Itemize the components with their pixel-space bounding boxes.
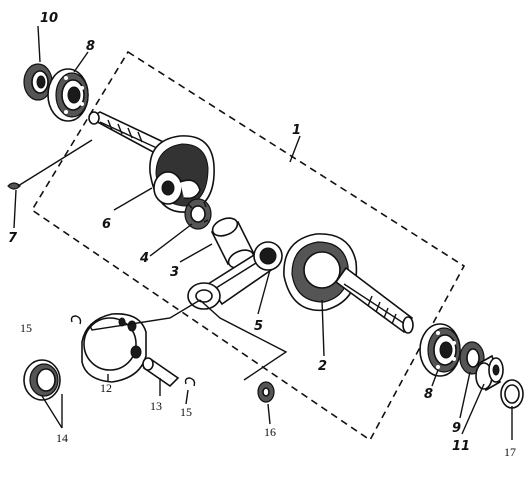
part-5-connecting-rod xyxy=(187,241,283,310)
label-17: 17 xyxy=(504,445,516,459)
label-15-upper: 15 xyxy=(20,321,32,335)
leader-lines xyxy=(13,25,513,440)
label-15-lower: 15 xyxy=(180,405,192,419)
label-9: 9 xyxy=(452,421,461,436)
label-6: 6 xyxy=(102,217,111,232)
label-10: 10 xyxy=(40,11,58,26)
part-11-collar xyxy=(475,354,504,392)
part-8-bearing-upper xyxy=(47,68,89,122)
part-10-seal xyxy=(23,63,53,101)
part-8-bearing-lower xyxy=(419,323,461,377)
label-14: 14 xyxy=(56,431,68,445)
part-17-washer xyxy=(500,379,524,409)
label-1: 1 xyxy=(292,123,301,138)
label-13: 13 xyxy=(150,399,162,413)
callout-labels: 10 8 1 7 6 4 3 5 2 8 9 11 17 15 12 13 15… xyxy=(8,11,516,459)
part-4-needle-bearing xyxy=(184,198,212,230)
label-12: 12 xyxy=(100,381,112,395)
label-8-lower: 8 xyxy=(424,387,433,402)
part-16-small-needle-bearing xyxy=(257,381,275,403)
label-3: 3 xyxy=(170,265,179,280)
label-7: 7 xyxy=(8,231,18,246)
label-8-upper: 8 xyxy=(86,39,95,54)
label-4: 4 xyxy=(139,251,149,266)
assembly-boundary-dashed xyxy=(30,50,466,442)
part-7-key xyxy=(7,182,21,190)
part-13-piston-pin xyxy=(142,357,180,388)
part-2-right-crank-half xyxy=(283,233,414,334)
part-12-piston xyxy=(81,313,147,383)
label-16: 16 xyxy=(264,425,276,439)
label-2: 2 xyxy=(318,359,327,374)
part-15-circlip-lower xyxy=(184,377,196,387)
part-14-piston-rings xyxy=(23,359,61,401)
part-6-left-crank-half xyxy=(88,111,215,213)
part-15-circlip-upper xyxy=(70,315,82,325)
label-11: 11 xyxy=(452,439,470,454)
label-5: 5 xyxy=(254,319,263,334)
